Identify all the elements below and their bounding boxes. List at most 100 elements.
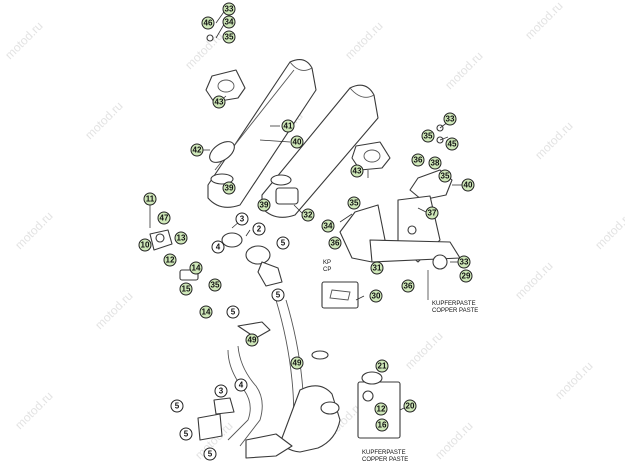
callout-41: 41: [281, 119, 295, 133]
callout-layer: 46 33 34 35 43 41 42 40 39 43 33 35 45 3…: [138, 2, 475, 461]
watermark-text: motod.ru: [522, 0, 565, 42]
callout-30: 30: [369, 289, 383, 303]
svg-text:43: 43: [353, 167, 362, 176]
callout-36: 36: [328, 236, 342, 250]
svg-text:33: 33: [225, 5, 234, 14]
svg-text:12: 12: [377, 405, 386, 414]
callout-34: 34: [321, 219, 335, 233]
callout-29: 29: [459, 269, 473, 283]
callout-33: 33: [457, 255, 471, 269]
svg-text:3: 3: [240, 215, 245, 224]
svg-text:12: 12: [166, 256, 175, 265]
callout-12: 12: [163, 253, 177, 267]
callout-11: 11: [143, 192, 157, 206]
svg-text:4: 4: [216, 243, 221, 252]
callout-40: 40: [290, 135, 304, 149]
callout-37: 37: [425, 206, 439, 220]
annotation-notes: KP CP KUPFERPASTE COPPER PASTE KUPFERPAS…: [323, 260, 478, 463]
callout-46: 46: [201, 16, 215, 30]
callout-5: 5: [203, 447, 217, 461]
callout-31: 31: [370, 261, 384, 275]
svg-text:11: 11: [146, 195, 155, 204]
callout-35: 35: [438, 169, 452, 183]
svg-text:36: 36: [331, 239, 340, 248]
svg-text:33: 33: [446, 115, 455, 124]
svg-text:5: 5: [276, 291, 281, 300]
watermark-text: motod.ru: [552, 359, 595, 402]
copper-paste-en-note: COPPER PASTE: [362, 457, 408, 463]
svg-text:33: 33: [460, 258, 469, 267]
callout-33: 33: [222, 2, 236, 16]
watermark-text: motod.ru: [92, 289, 135, 332]
callout-5: 5: [271, 288, 285, 302]
copper-paste-de-note: KUPFERPASTE: [432, 301, 476, 307]
svg-text:15: 15: [182, 285, 191, 294]
watermark-text: motod.ru: [342, 19, 385, 62]
callout-3: 3: [235, 212, 249, 226]
kp-note: KP: [323, 260, 331, 266]
svg-text:5: 5: [281, 239, 286, 248]
callout-35: 35: [421, 129, 435, 143]
svg-text:16: 16: [378, 421, 387, 430]
svg-text:30: 30: [372, 292, 381, 301]
watermark-text: motod.ru: [2, 19, 45, 62]
callout-5: 5: [276, 236, 290, 250]
rear-bracket-assembly: [339, 169, 461, 300]
callout-5: 5: [179, 427, 193, 441]
svg-text:43: 43: [215, 98, 224, 107]
callout-5: 5: [226, 305, 240, 319]
callout-42: 42: [190, 143, 204, 157]
svg-text:36: 36: [404, 282, 413, 291]
heat-shield-brackets: [205, 69, 391, 171]
callout-39: 39: [257, 198, 271, 212]
svg-text:35: 35: [350, 199, 359, 208]
svg-text:31: 31: [373, 264, 382, 273]
callout-3: 3: [214, 384, 228, 398]
callout-32: 32: [301, 208, 315, 222]
callout-33: 33: [443, 112, 457, 126]
watermark-text: motod.ru: [442, 49, 485, 92]
svg-text:34: 34: [225, 18, 234, 27]
svg-text:13: 13: [177, 234, 186, 243]
callout-36: 36: [411, 153, 425, 167]
svg-text:45: 45: [448, 140, 457, 149]
svg-text:3: 3: [219, 387, 224, 396]
callout-49: 49: [245, 333, 259, 347]
watermark-text: motod.ru: [182, 29, 225, 72]
svg-text:40: 40: [464, 181, 473, 190]
callout-12: 12: [374, 402, 388, 416]
svg-text:32: 32: [304, 211, 313, 220]
callout-36: 36: [401, 279, 415, 293]
callout-16: 16: [375, 418, 389, 432]
callout-5: 5: [170, 399, 184, 413]
callout-43: 43: [212, 95, 226, 109]
cp-note: CP: [323, 267, 331, 273]
svg-text:39: 39: [260, 201, 269, 210]
callout-15: 15: [179, 282, 193, 296]
svg-text:14: 14: [192, 264, 201, 273]
callout-21: 21: [375, 359, 389, 373]
callout-35: 35: [347, 196, 361, 210]
svg-text:47: 47: [160, 214, 169, 223]
svg-text:35: 35: [225, 33, 234, 42]
callout-14: 14: [189, 261, 203, 275]
callout-13: 13: [174, 231, 188, 245]
svg-text:37: 37: [428, 209, 437, 218]
svg-text:5: 5: [208, 450, 213, 459]
watermark-text: motod.ru: [402, 329, 445, 372]
muffler-end-caps: [209, 141, 299, 205]
callout-4: 4: [211, 240, 225, 254]
callout-43: 43: [350, 164, 364, 178]
svg-text:35: 35: [211, 281, 220, 290]
svg-text:21: 21: [378, 362, 387, 371]
svg-text:49: 49: [248, 336, 257, 345]
watermark-text: motod.ru: [12, 389, 55, 432]
right-muffler: [261, 84, 379, 218]
svg-text:29: 29: [462, 272, 471, 281]
callout-35: 35: [208, 278, 222, 292]
callout-35: 35: [222, 30, 236, 44]
watermark-text: motod.ru: [532, 119, 575, 162]
svg-text:38: 38: [431, 159, 440, 168]
exhaust-clamp-30: [321, 281, 359, 309]
watermark-text: motod.ru: [82, 99, 125, 142]
